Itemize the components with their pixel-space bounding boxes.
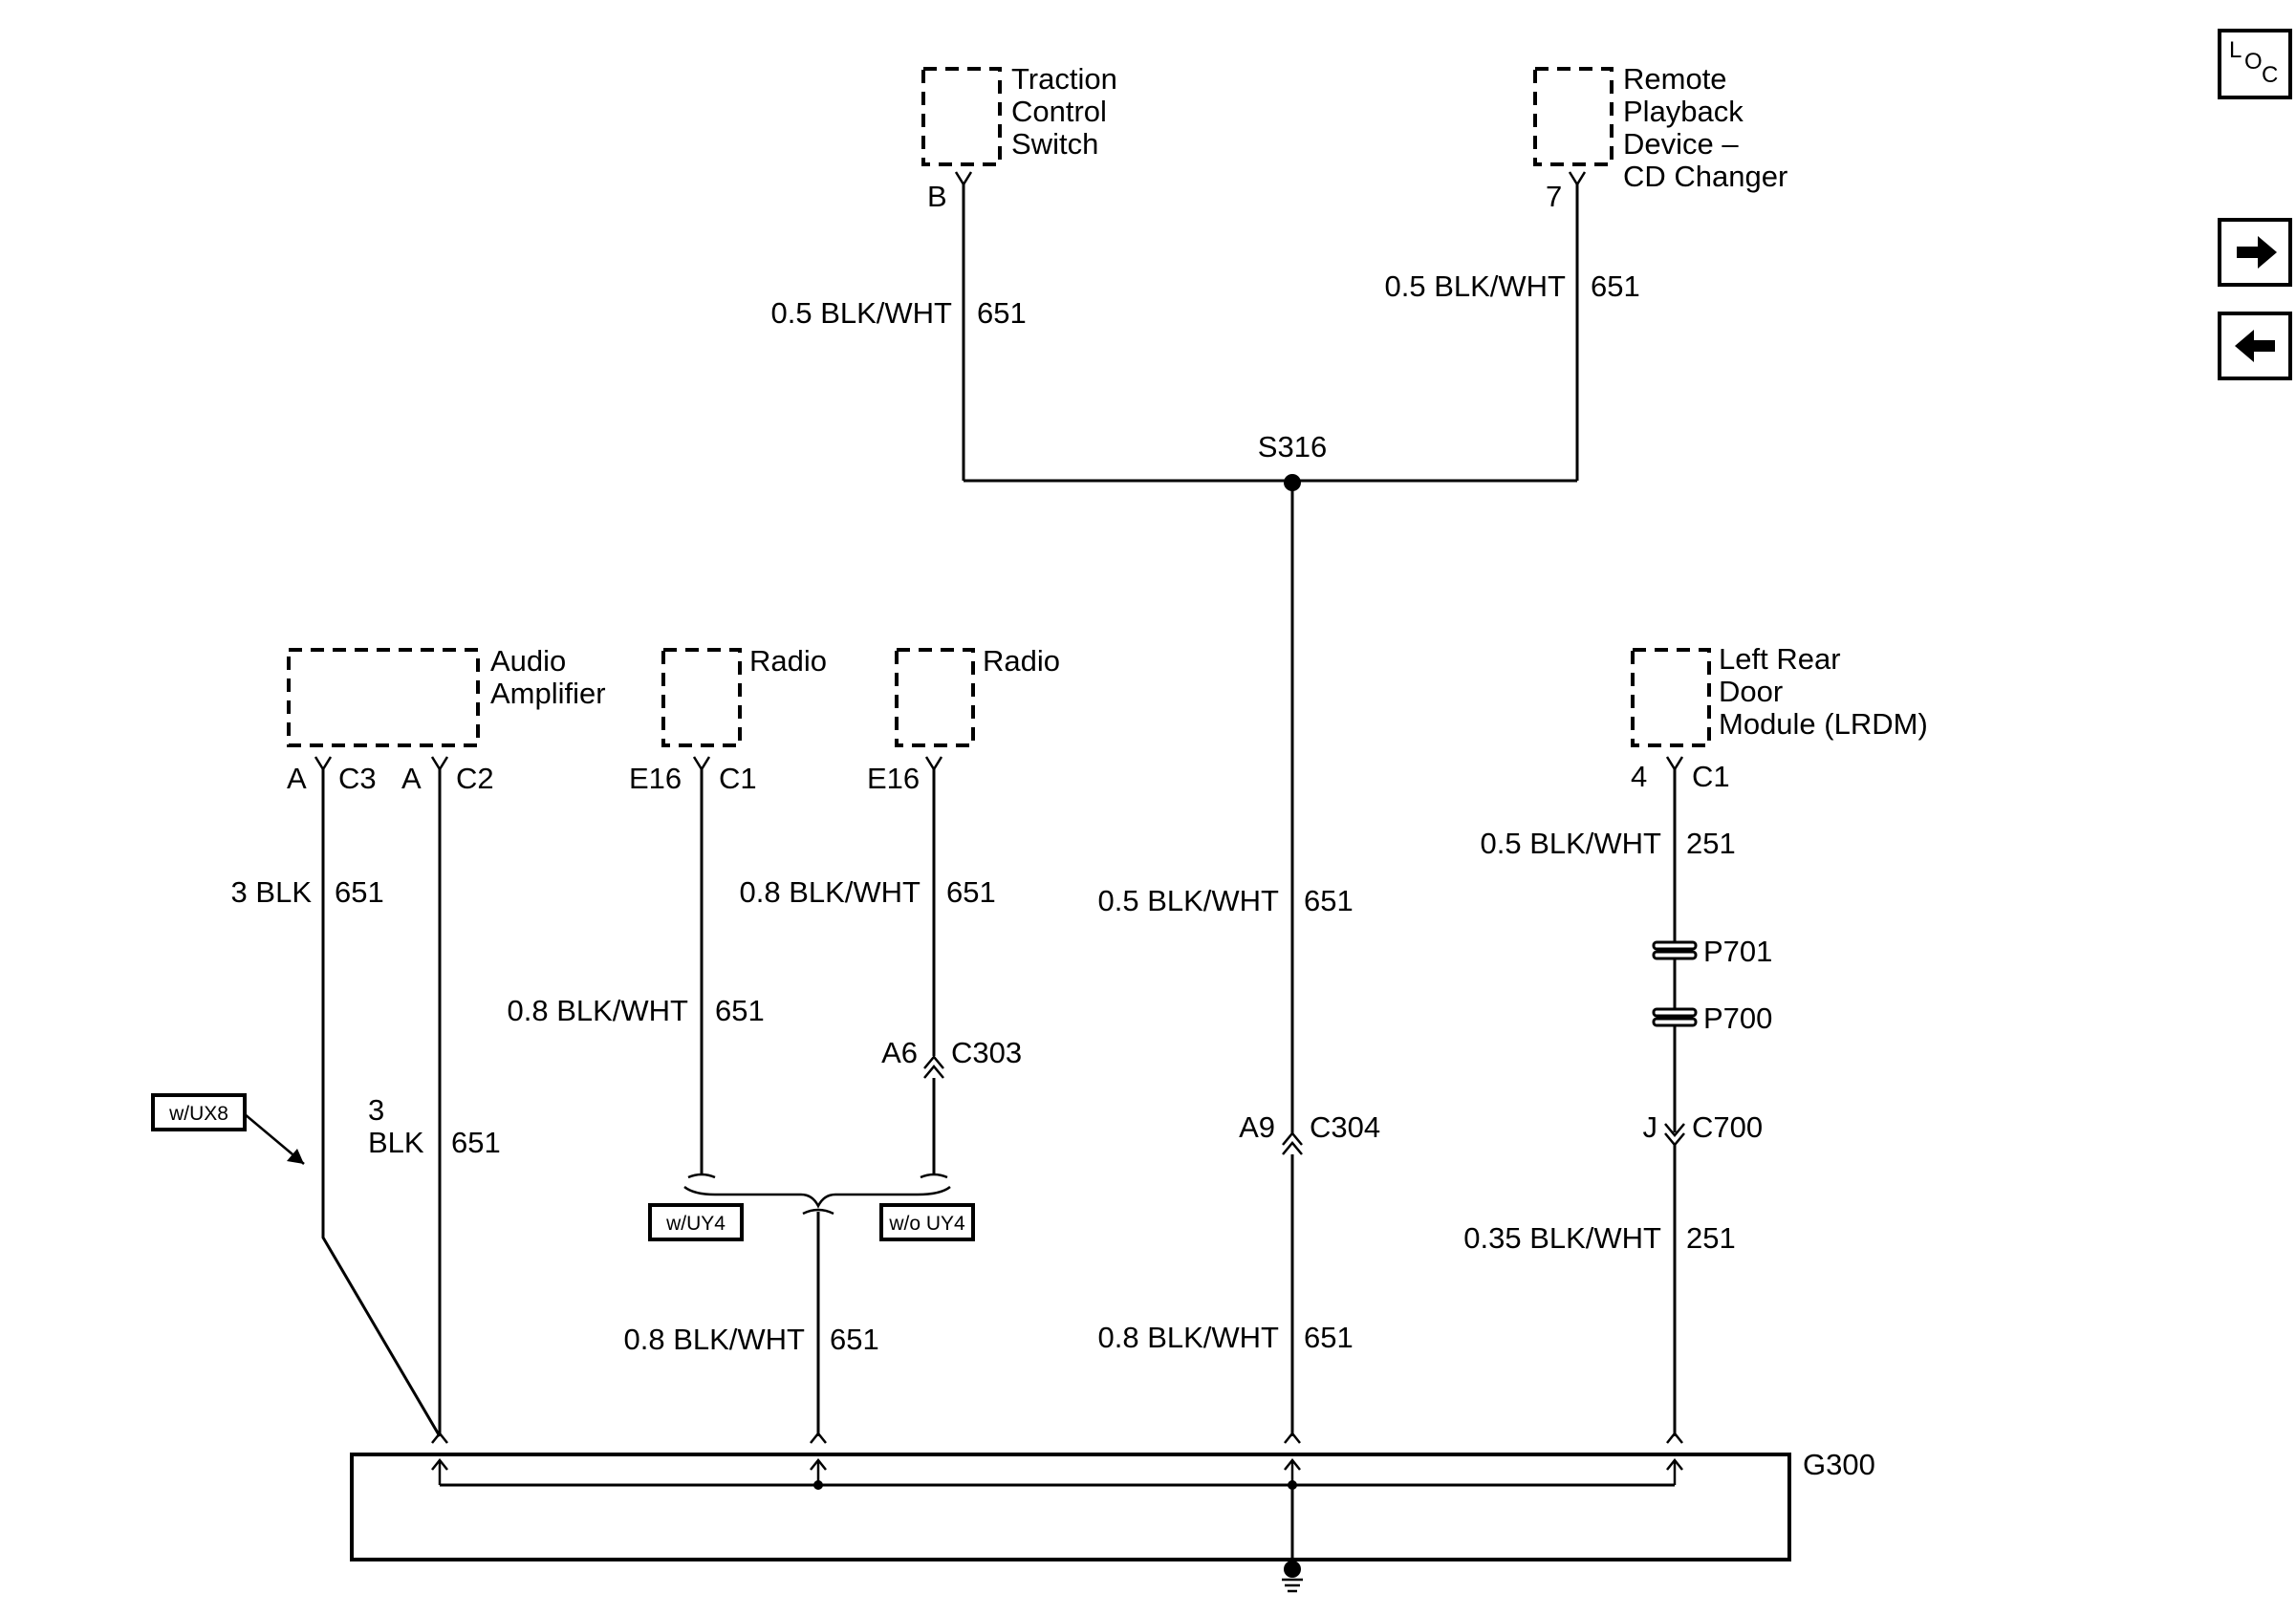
s316-label: S316 — [1258, 430, 1327, 463]
c303-connector-symbol — [923, 1055, 944, 1079]
radio-merge-gauge: 0.8 BLK/WHT — [624, 1323, 806, 1356]
loc-letter-o: O — [2244, 49, 2263, 75]
p701-splice-pack: P701 — [1652, 935, 1772, 968]
radio2-label: Radio — [983, 644, 1060, 678]
amp-c2-terminal — [430, 756, 449, 772]
radio1-terminal — [692, 756, 711, 772]
radio1-gauge: 0.8 BLK/WHT — [508, 994, 689, 1027]
rpd-label-4: CD Changer — [1623, 160, 1787, 193]
s316-down-circuit: 651 — [1304, 884, 1354, 917]
lrdm-lower-circuit: 251 — [1686, 1221, 1736, 1255]
lrdm-lower-gauge: 0.35 BLK/WHT — [1463, 1221, 1661, 1255]
s316-down-gauge: 0.5 BLK/WHT — [1098, 884, 1280, 917]
c304-pin: A9 — [1239, 1110, 1275, 1144]
radio1-label: Radio — [749, 644, 827, 678]
lrdm-upper-gauge: 0.5 BLK/WHT — [1481, 827, 1662, 860]
arrow-left-icon[interactable] — [2218, 312, 2292, 380]
amp-pin2: A — [401, 762, 422, 795]
lrdm-terminal — [1665, 756, 1684, 772]
amp-conn1: C3 — [338, 762, 377, 795]
lrdm-conn: C1 — [1692, 760, 1730, 793]
s316-lower-circuit: 651 — [1304, 1321, 1354, 1354]
wuy4-option-tag: w/UY4 — [648, 1203, 744, 1241]
amp-label-1: Audio — [490, 644, 566, 678]
lrdm-label-2: Door — [1719, 675, 1783, 708]
c700-name: C700 — [1692, 1110, 1763, 1144]
radio1-conn: C1 — [719, 762, 757, 795]
tcs-wire-circuit: 651 — [977, 296, 1027, 330]
tcs-label-1: Traction — [1011, 62, 1117, 96]
g300-label: G300 — [1803, 1448, 1875, 1481]
wux8-option-tag: w/UX8 — [151, 1093, 305, 1165]
rpd-label-3: Device – — [1623, 127, 1739, 161]
rpd-label-2: Playback — [1623, 95, 1744, 128]
p700-label: P700 — [1703, 1001, 1772, 1035]
amp-c2-gauge-2: BLK — [368, 1126, 424, 1159]
arrow-right-icon[interactable] — [2218, 218, 2292, 287]
location-icon[interactable]: L O C — [2218, 29, 2292, 99]
radio2-terminal — [924, 756, 943, 772]
wouy4-option-tag: w/o UY4 — [879, 1203, 975, 1241]
radio2-gauge: 0.8 BLK/WHT — [740, 875, 921, 909]
amp-pin1: A — [287, 762, 307, 795]
tcs-pin-label: B — [927, 180, 947, 213]
c303-pin: A6 — [881, 1036, 918, 1069]
amp-c2-gauge-1: 3 — [368, 1093, 384, 1127]
amp-c3-gauge: 3 BLK — [231, 875, 313, 909]
lrdm-pin: 4 — [1631, 760, 1647, 793]
loc-letter-c: C — [2262, 62, 2278, 88]
rpd-wire-gauge: 0.5 BLK/WHT — [1385, 269, 1567, 303]
tcs-label-3: Switch — [1011, 127, 1098, 161]
lrdm-label-3: Module (LRDM) — [1719, 707, 1928, 741]
lrdm-upper-circuit: 251 — [1686, 827, 1736, 860]
c304-connector-symbol — [1282, 1131, 1303, 1155]
tcs-pin-terminal — [954, 171, 973, 187]
radio2-pin: E16 — [867, 762, 920, 795]
radio2-circuit: 651 — [946, 875, 996, 909]
radio1-circuit: 651 — [715, 994, 765, 1027]
radio-merge-circuit: 651 — [830, 1323, 879, 1356]
radio-1: Radio E16 C1 — [629, 644, 827, 795]
wuy4-label: w/UY4 — [665, 1213, 726, 1235]
remote-playback-device: Remote Playback Device – CD Changer 7 — [1533, 62, 1787, 213]
audio-amplifier: Audio Amplifier A C3 A C2 — [287, 644, 606, 795]
amp-c2-circuit: 651 — [451, 1126, 501, 1159]
wux8-label: w/UX8 — [168, 1103, 228, 1125]
rpd-wire-circuit: 651 — [1591, 269, 1640, 303]
rpd-pin-terminal — [1568, 171, 1587, 187]
wouy4-label: w/o UY4 — [888, 1213, 965, 1235]
traction-control-switch: Traction Control Switch B — [921, 62, 1117, 213]
tcs-wire-gauge: 0.5 BLK/WHT — [771, 296, 953, 330]
amp-label-2: Amplifier — [490, 677, 606, 710]
left-rear-door-module: Left Rear Door Module (LRDM) 4 C1 — [1631, 642, 1928, 793]
p700-splice-pack: P700 — [1652, 1001, 1772, 1035]
amp-c3-circuit: 651 — [335, 875, 384, 909]
amp-c3-terminal — [314, 756, 333, 772]
rpd-label-1: Remote — [1623, 62, 1727, 96]
c700-pin: J — [1643, 1110, 1658, 1144]
c303-name: C303 — [951, 1036, 1022, 1069]
radio-option-split — [683, 1173, 951, 1216]
p701-label: P701 — [1703, 935, 1772, 968]
s316-lower-gauge: 0.8 BLK/WHT — [1098, 1321, 1280, 1354]
g300-ground-block: G300 — [350, 1431, 1875, 1593]
amp-c3-wire — [321, 769, 442, 1437]
rpd-pin-label: 7 — [1546, 180, 1562, 213]
c304-name: C304 — [1310, 1110, 1380, 1144]
amp-conn2: C2 — [456, 762, 494, 795]
lrdm-label-1: Left Rear — [1719, 642, 1841, 676]
radio-2: Radio E16 — [867, 644, 1060, 795]
tcs-label-2: Control — [1011, 95, 1107, 128]
radio1-pin: E16 — [629, 762, 682, 795]
loc-letter-l: L — [2229, 37, 2242, 63]
